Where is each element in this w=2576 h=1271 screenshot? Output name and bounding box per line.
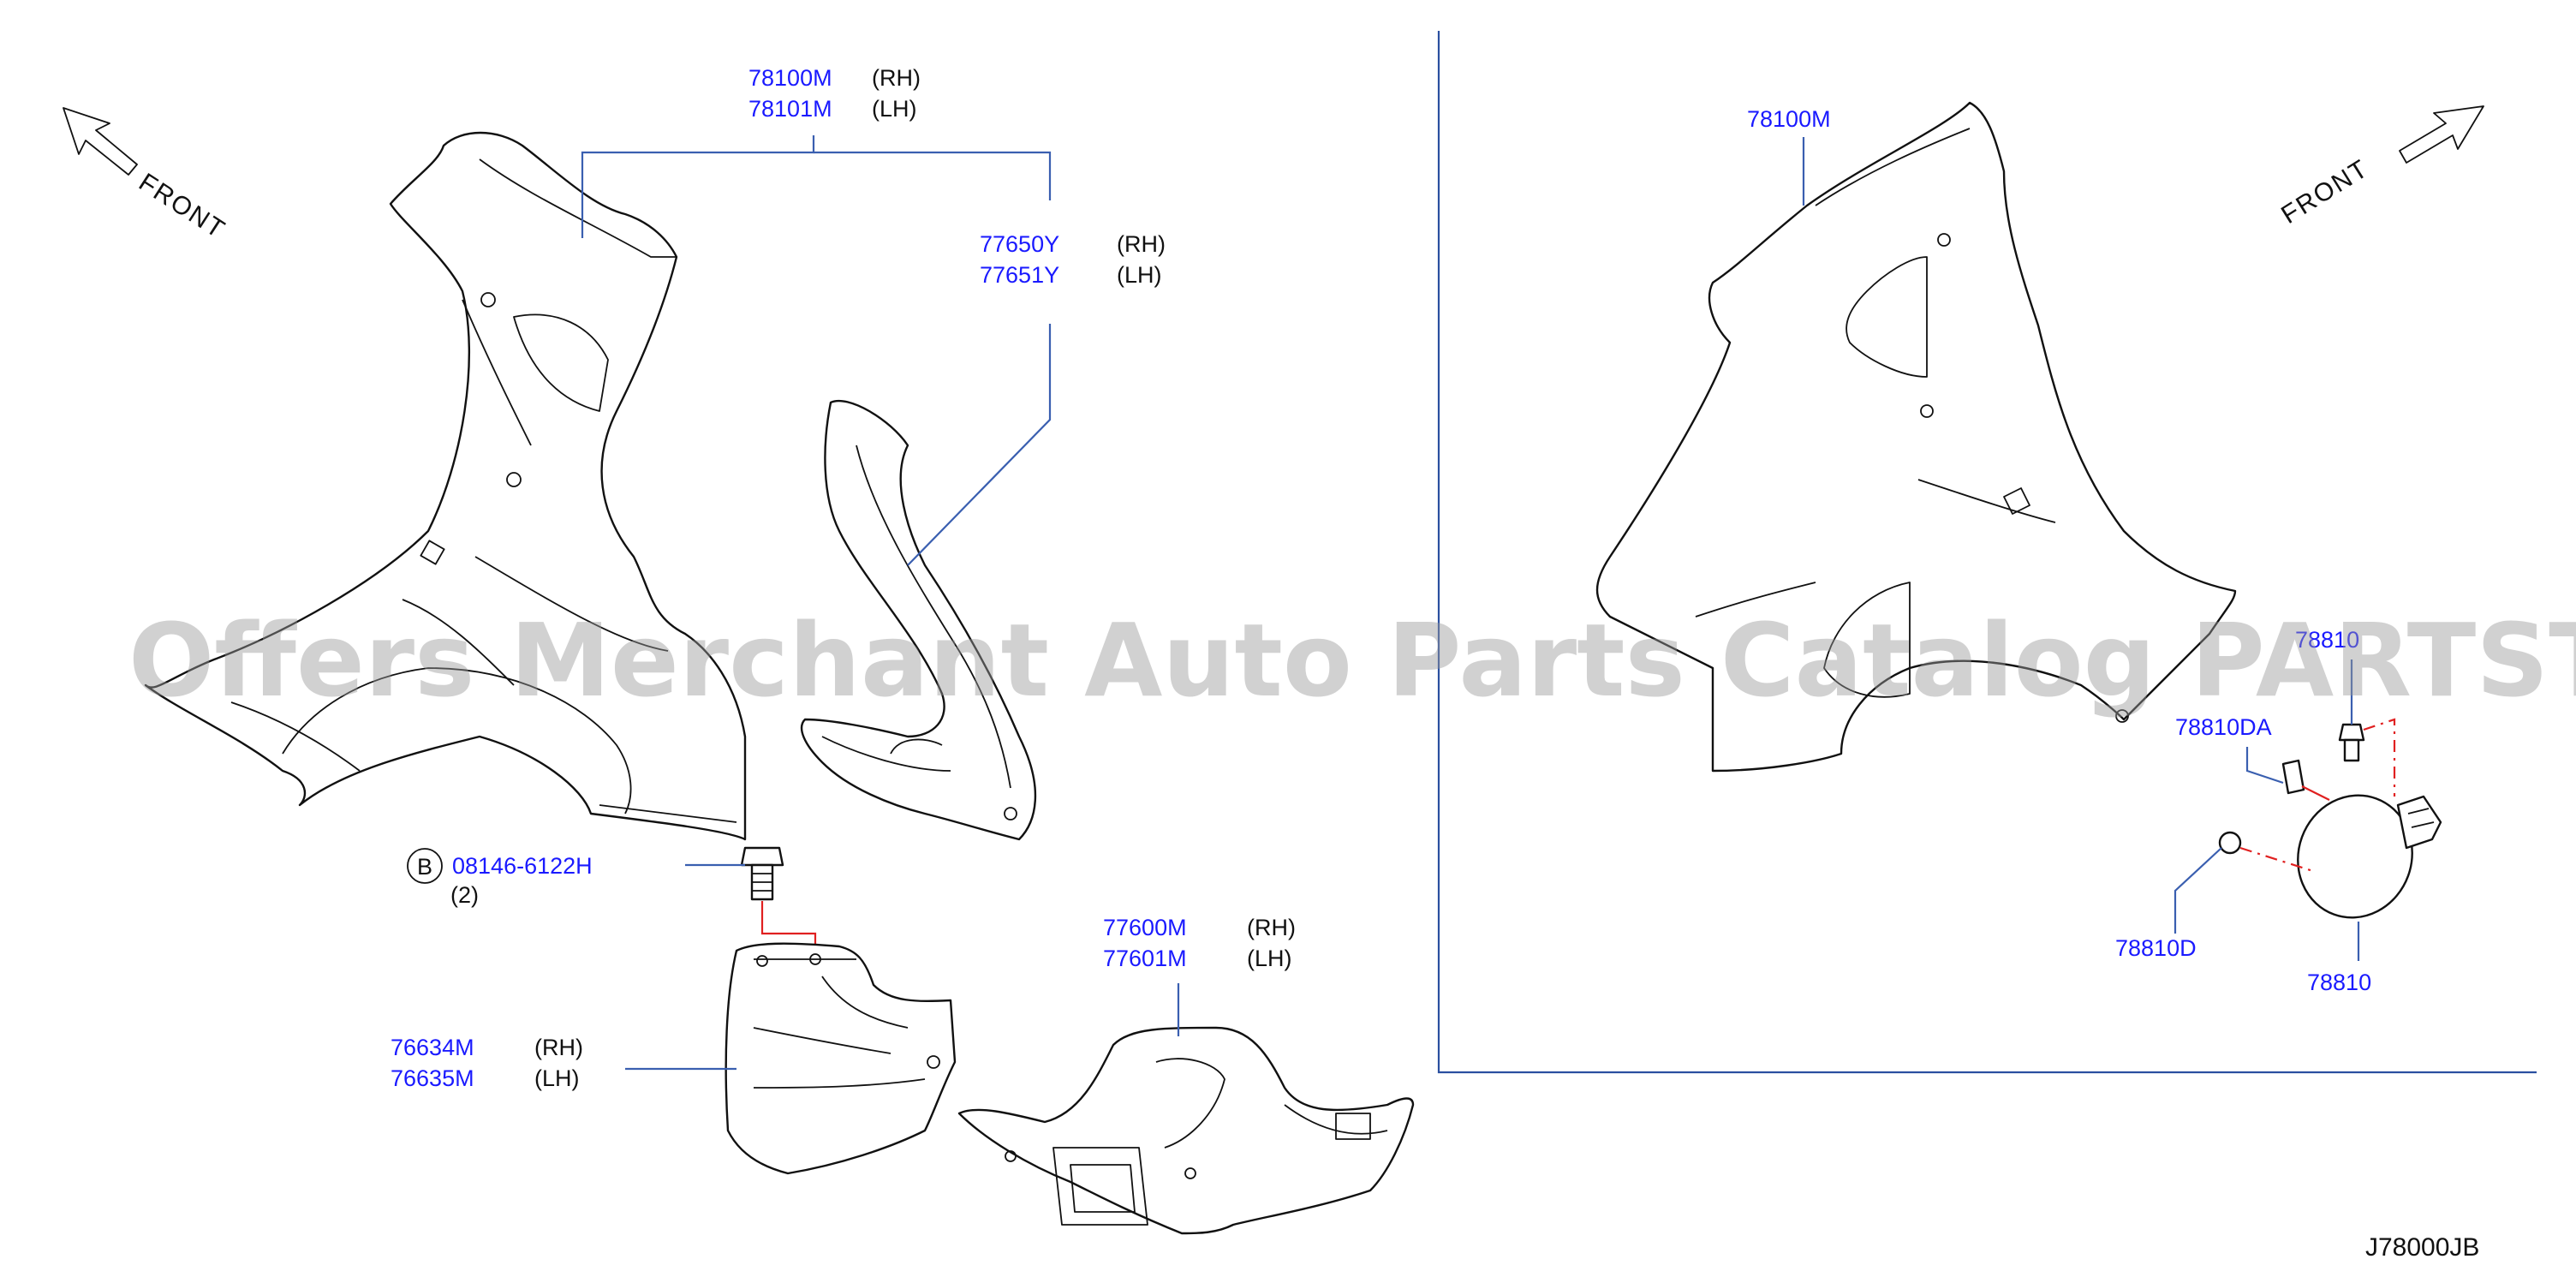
callout-bracket-lh-number[interactable]: 76635M [391, 1065, 474, 1091]
callout-arch-rh-number[interactable]: 77650Y [980, 231, 1059, 257]
callout-bumper-number[interactable]: 78810D [2115, 935, 2197, 961]
bolt-guide-line [760, 901, 817, 951]
front-label-left: FRONT [134, 168, 230, 244]
rear-fender-panel-right[interactable] [1595, 101, 2237, 773]
callout-arch-lh-side: (LH) [1117, 262, 1162, 288]
fuel-lid[interactable] [2281, 779, 2442, 934]
fuel-lid-screw[interactable] [2338, 723, 2365, 762]
fuel-lid-bumper[interactable] [2218, 831, 2242, 855]
callout-panel-lh-side: (LH) [872, 96, 917, 122]
bolt-08146-6122H[interactable] [740, 846, 784, 901]
fuel-lid-spacer[interactable] [2281, 759, 2305, 795]
callout-panel-right-number[interactable]: 78100M [1747, 106, 1831, 132]
front-arrow-right: FRONT [2276, 105, 2484, 230]
section-divider [1437, 31, 2537, 1074]
callout-wheelhouse-rh-side: (RH) [1247, 915, 1296, 940]
callout-lid-number[interactable]: 78810 [2307, 970, 2371, 995]
leader-lines [581, 135, 2360, 1071]
callout-panel-rh-number[interactable]: 78100M [748, 65, 832, 91]
front-arrow-left: FRONT [63, 107, 230, 245]
callout-bracket-rh-number[interactable]: 76634M [391, 1035, 474, 1060]
callout-arch-lh-number[interactable]: 77651Y [980, 262, 1059, 288]
callout-bolt-number[interactable]: 08146-6122H [452, 853, 593, 879]
callout-wheelhouse-rh-number[interactable]: 77600M [1103, 915, 1187, 940]
callout-bracket-rh-side: (RH) [534, 1035, 583, 1060]
callout-bolt-quantity: (2) [450, 882, 479, 908]
callout-panel-rh-side: (RH) [872, 65, 921, 91]
rear-arch-extension[interactable] [800, 400, 1037, 841]
bolt-badge-circle [407, 848, 443, 884]
callout-arch-rh-side: (RH) [1117, 231, 1166, 257]
callout-screw-number[interactable]: 78810 [2295, 627, 2359, 653]
wheelhouse-panel[interactable] [957, 1026, 1415, 1235]
bolt-badge-letter: B [417, 854, 432, 880]
front-label-right: FRONT [2276, 154, 2374, 230]
watermark: Offers Merchant Auto Parts Catalog PARTS… [128, 601, 2576, 719]
spacer-guide-line [2301, 785, 2330, 801]
diagram-code: J78000JB [2365, 1233, 2479, 1262]
callout-spacer-number[interactable]: 78810DA [2175, 714, 2272, 740]
callout-panel-lh-number[interactable]: 78101M [748, 96, 832, 122]
callout-wheelhouse-lh-side: (LH) [1247, 946, 1292, 971]
callout-bracket-lh-side: (LH) [534, 1065, 580, 1091]
rear-fender-panel-left[interactable] [144, 131, 747, 841]
screw-guide-line [2363, 718, 2396, 797]
callout-wheelhouse-lh-number[interactable]: 77601M [1103, 946, 1187, 971]
rear-bracket[interactable] [724, 942, 957, 1175]
